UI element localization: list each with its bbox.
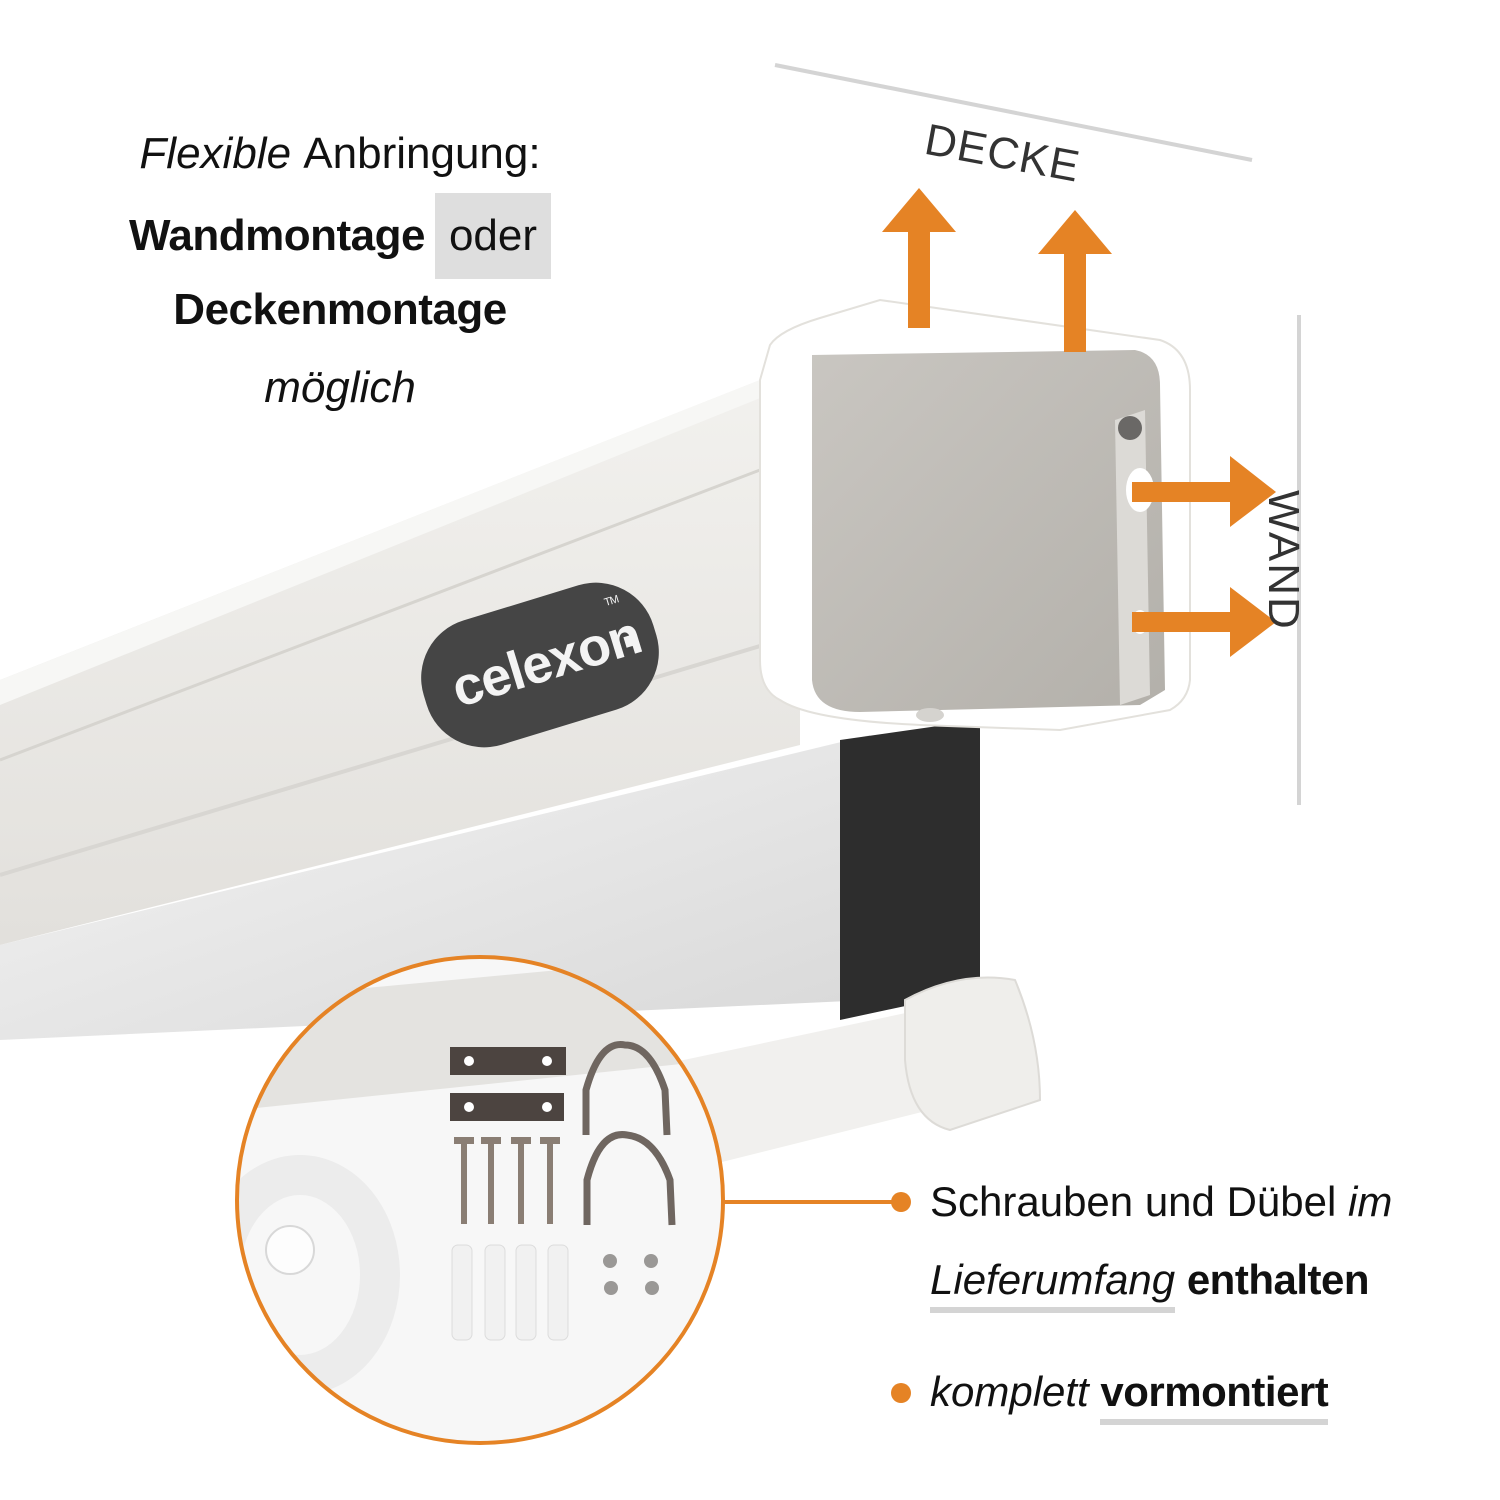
screen-housing bbox=[0, 380, 800, 945]
bullet-dot-icon-1 bbox=[891, 1192, 911, 1212]
bullet-1-im: im bbox=[1347, 1178, 1393, 1225]
nut-icon bbox=[603, 1254, 659, 1295]
bottom-weight-bar bbox=[660, 976, 1042, 1170]
housing-end-cap bbox=[759, 298, 1191, 732]
headline-wandmontage: Wandmontage bbox=[128, 211, 425, 260]
accessories-inset bbox=[235, 955, 725, 1445]
headline-oder-highlight: oder bbox=[434, 193, 552, 279]
arrow-right-icon-1 bbox=[1132, 456, 1276, 527]
bullet-1-enthalten: enthalten bbox=[1186, 1256, 1370, 1303]
headline-line-1: Flexible Anbringung: bbox=[60, 115, 620, 193]
arrow-right-icon-2 bbox=[1132, 587, 1276, 657]
arrow-up-icon-1 bbox=[882, 188, 956, 328]
bullet-1-schrauben: Schrauben und Dübel bbox=[930, 1178, 1337, 1225]
bullet-2: komplett vormontiert bbox=[930, 1368, 1329, 1425]
wall-plug-icon bbox=[451, 1244, 569, 1341]
arrow-up-icon-2 bbox=[1038, 210, 1112, 352]
bullet-2-vormontiert: vormontiert bbox=[1100, 1368, 1329, 1425]
headline-deckenmontage: Deckenmontage bbox=[173, 285, 507, 334]
bullet-1-line-1: Schrauben und Dübel im bbox=[930, 1178, 1392, 1226]
headline-line-4: möglich bbox=[60, 349, 620, 427]
ceiling-guide-line bbox=[774, 63, 1253, 162]
headline-italic-flexible: Flexible bbox=[139, 129, 292, 178]
black-border-strap bbox=[840, 720, 980, 1020]
headline-moeglich: möglich bbox=[264, 363, 416, 412]
screw-icon bbox=[454, 1137, 560, 1224]
u-bracket-icon bbox=[583, 1131, 676, 1226]
bullet-1-line-2: Lieferumfang enthalten bbox=[930, 1256, 1370, 1313]
screen-fabric bbox=[0, 735, 870, 1040]
bullet-2-komplett: komplett bbox=[930, 1368, 1089, 1415]
wall-label: WAND bbox=[1259, 490, 1308, 631]
headline-line-3: Deckenmontage bbox=[60, 271, 620, 349]
celexon-logo-badge bbox=[421, 582, 659, 748]
headline-anbringung: Anbringung: bbox=[303, 129, 541, 178]
bullet-dot-icon-2 bbox=[891, 1383, 911, 1403]
bullet-1-lieferumfang: Lieferumfang bbox=[930, 1256, 1176, 1313]
u-bracket-icon bbox=[582, 1041, 671, 1136]
pull-ball-icon bbox=[265, 1225, 315, 1275]
